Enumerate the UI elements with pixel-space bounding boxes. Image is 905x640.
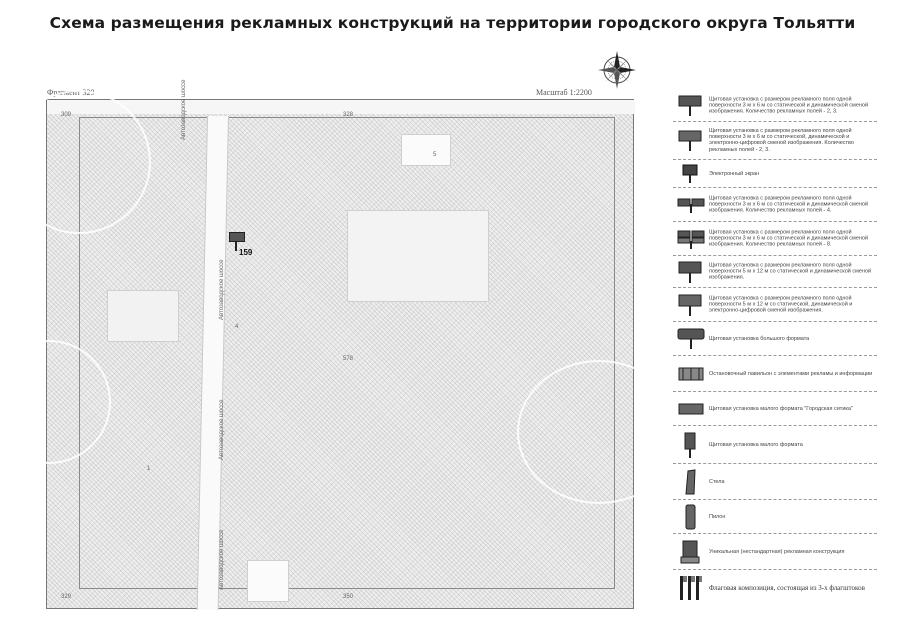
lot-number: 578: [343, 356, 354, 362]
legend-item: Щитовая установка большого формата: [673, 322, 877, 356]
compass-rose-icon: [598, 51, 636, 89]
road-curve: [517, 360, 681, 504]
street-label: Автозаводское шоссе: [219, 399, 225, 460]
legend-item: Стела: [673, 464, 877, 500]
building: [247, 560, 289, 602]
billboard-big-format-icon: [677, 328, 705, 349]
scale-label: Масштаб 1:2200: [536, 88, 592, 97]
grid-label: 328: [343, 112, 354, 118]
legend-item: Флаговая композиция, состоящая из 3-х фл…: [673, 570, 877, 606]
legend-text: Электронный экран: [709, 170, 760, 177]
legend: Щитовая установка с размером рекламного …: [673, 90, 877, 606]
legend-item: Щитовая установка с размером рекламного …: [673, 90, 877, 122]
legend-item: Щитовая установка с размером рекламного …: [673, 188, 877, 222]
map-area[interactable]: 309 328 329 350 5 578 4 1 Автозаводское …: [0, 80, 681, 610]
billboard-icon: [678, 95, 702, 116]
legend-text: Щитовая установка с размером рекламного …: [709, 294, 853, 314]
road-horizontal: [47, 100, 635, 114]
legend-text: Пилон: [709, 513, 726, 520]
map-title: Схема размещения рекламных конструкций н…: [49, 14, 856, 32]
legend-text: Щитовая установка с размером рекламного …: [709, 261, 872, 281]
legend-text: Стела: [709, 478, 725, 485]
legend-text: Щитовая установка с размером рекламного …: [709, 95, 869, 115]
billboard-large-digital-icon: [678, 294, 702, 316]
billboard-marker-159[interactable]: 159: [229, 232, 252, 257]
electronic-screen-icon: [682, 164, 698, 183]
billboard-digital-icon: [678, 130, 702, 151]
legend-text: Щитовая установка большого формата: [709, 335, 810, 342]
legend-item: Электронный экран: [673, 160, 877, 188]
stele-icon: [685, 469, 696, 495]
grid-label: 309: [61, 112, 72, 118]
bus-stop-icon: [678, 367, 704, 381]
grid-label: 350: [343, 594, 354, 600]
street-label: Автозаводское шоссе: [219, 259, 225, 320]
legend-text: Щитовая установка с размером рекламного …: [709, 228, 869, 248]
legend-item: Пилон: [673, 500, 877, 534]
street-label: Автозаводское шоссе: [219, 529, 225, 590]
legend-item: Щитовая установка малого формата "Городс…: [673, 392, 877, 426]
legend-item: Уникальная (нестандартная) рекламная кон…: [673, 534, 877, 570]
road-curve: [7, 90, 151, 234]
billboard-8-icon: [677, 230, 705, 249]
billboard-icon: [229, 232, 245, 242]
legend-text: Щитовая установка малого формата "Городс…: [709, 405, 853, 412]
grid-label: 329: [61, 594, 72, 600]
unique-construction-icon: [680, 540, 700, 564]
lot-number: 1: [147, 466, 151, 472]
billboard-large-icon: [678, 261, 702, 283]
city-board-icon: [678, 403, 704, 415]
street-label: Автозаводское шоссе: [181, 79, 187, 140]
legend-text: Щитовая установка с размером рекламного …: [709, 127, 854, 153]
small-billboard-icon: [684, 432, 696, 458]
building: [107, 290, 179, 342]
legend-text: Щитовая установка малого формата: [709, 441, 803, 448]
legend-text: Щитовая установка с размером рекламного …: [709, 194, 869, 214]
map-inner-frame: [79, 117, 615, 589]
legend-item: Остановочный павильон с элементами рекла…: [673, 356, 877, 392]
legend-text: Уникальная (нестандартная) рекламная кон…: [709, 548, 845, 555]
legend-item: Щитовая установка с размером рекламного …: [673, 256, 877, 288]
legend-item: Щитовая установка малого формата: [673, 426, 877, 464]
billboard-number: 159: [239, 248, 253, 257]
legend-item: Щитовая установка с размером рекламного …: [673, 288, 877, 322]
billboard-4-icon: [677, 198, 705, 213]
lot-number: 5: [433, 152, 437, 158]
building: [401, 134, 451, 166]
flag-composition-icon: [680, 576, 702, 600]
legend-text: Остановочный павильон с элементами рекла…: [709, 370, 873, 377]
building: [347, 210, 489, 302]
billboard-pole: [235, 241, 237, 251]
legend-item: Щитовая установка с размером рекламного …: [673, 122, 877, 160]
legend-item: Щитовая установка с размером рекламного …: [673, 222, 877, 256]
legend-text: Флаговая композиция, состоящая из 3-х фл…: [709, 584, 865, 592]
lot-number: 4: [235, 324, 239, 330]
pylon-icon: [685, 504, 696, 530]
road-curve: [0, 340, 111, 464]
